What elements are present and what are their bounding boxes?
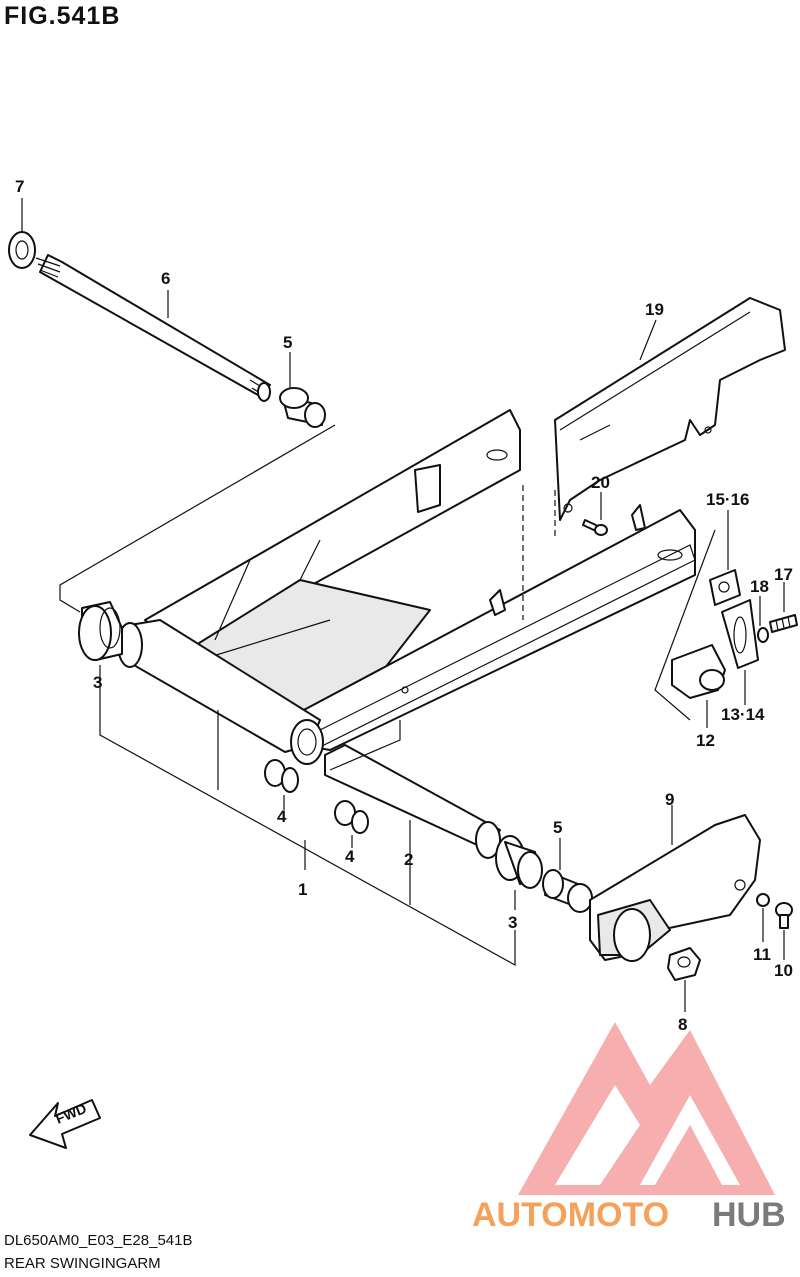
watermark-brand-primary: AUTOMOTO bbox=[472, 1196, 669, 1234]
callout-4-a: 4 bbox=[277, 807, 287, 826]
leader-bracket-lower bbox=[99, 690, 516, 967]
callout-3-right: 3 bbox=[508, 913, 517, 932]
callout-17: 17 bbox=[774, 565, 793, 584]
part-19-chain-cover bbox=[554, 297, 786, 521]
fwd-arrow-icon: FWD bbox=[29, 1099, 101, 1149]
part-7-nut bbox=[8, 231, 36, 269]
part-4-bearing-b bbox=[334, 800, 369, 834]
part-18-washer bbox=[757, 627, 769, 643]
part-10-bolt bbox=[775, 902, 793, 929]
callout-15-16: 15·16 bbox=[706, 490, 749, 509]
callout-13-14: 13·14 bbox=[721, 705, 765, 724]
callout-5-lower: 5 bbox=[553, 818, 562, 837]
leader-cover-dashed bbox=[522, 485, 556, 620]
part-17-bolt bbox=[769, 614, 798, 633]
part-5-collar-lower bbox=[542, 869, 593, 913]
callout-18: 18 bbox=[750, 577, 769, 596]
callout-2: 2 bbox=[404, 850, 413, 869]
callout-10: 10 bbox=[774, 961, 793, 980]
figure-title: FIG.541B bbox=[4, 2, 121, 30]
watermark-brand-secondary: HUB bbox=[712, 1196, 786, 1234]
part-1-swingarm bbox=[117, 409, 696, 765]
part-3-bearing-right bbox=[495, 835, 543, 889]
part-6-pivot-shaft bbox=[35, 254, 271, 402]
callout-7: 7 bbox=[15, 177, 24, 196]
figure-name: REAR SWINGINGARM bbox=[4, 1255, 161, 1272]
part-4-bearing-a bbox=[264, 759, 299, 793]
part-13-14-adjuster bbox=[721, 599, 759, 669]
part-15-16-shim bbox=[709, 569, 741, 606]
callout-6: 6 bbox=[161, 269, 170, 288]
callout-leaders bbox=[21, 198, 785, 1012]
callout-20: 20 bbox=[591, 473, 610, 492]
part-11-collar bbox=[756, 893, 770, 907]
callout-3-left: 3 bbox=[93, 673, 102, 692]
callout-12: 12 bbox=[696, 731, 715, 750]
part-12-adjuster-block bbox=[671, 644, 726, 699]
part-9-chain-case bbox=[589, 814, 761, 962]
leader-shaft-axis bbox=[59, 424, 336, 613]
callout-5-upper: 5 bbox=[283, 333, 292, 352]
callout-19: 19 bbox=[645, 300, 664, 319]
part-5-collar-upper bbox=[279, 387, 326, 428]
callout-9: 9 bbox=[665, 790, 674, 809]
watermark-logo-icon bbox=[518, 1022, 775, 1195]
callout-11: 11 bbox=[753, 945, 771, 964]
part-8-nut bbox=[667, 947, 701, 981]
figure-code: DL650AM0_E03_E28_541B bbox=[4, 1232, 193, 1249]
part-3-bearing-left bbox=[78, 601, 123, 661]
callout-8: 8 bbox=[678, 1015, 687, 1034]
leader-adjuster-group bbox=[654, 529, 716, 721]
callout-4-b: 4 bbox=[345, 847, 355, 866]
part-20-screw bbox=[582, 519, 608, 536]
callout-1: 1 bbox=[298, 880, 307, 899]
part-2-spacer bbox=[324, 744, 501, 859]
